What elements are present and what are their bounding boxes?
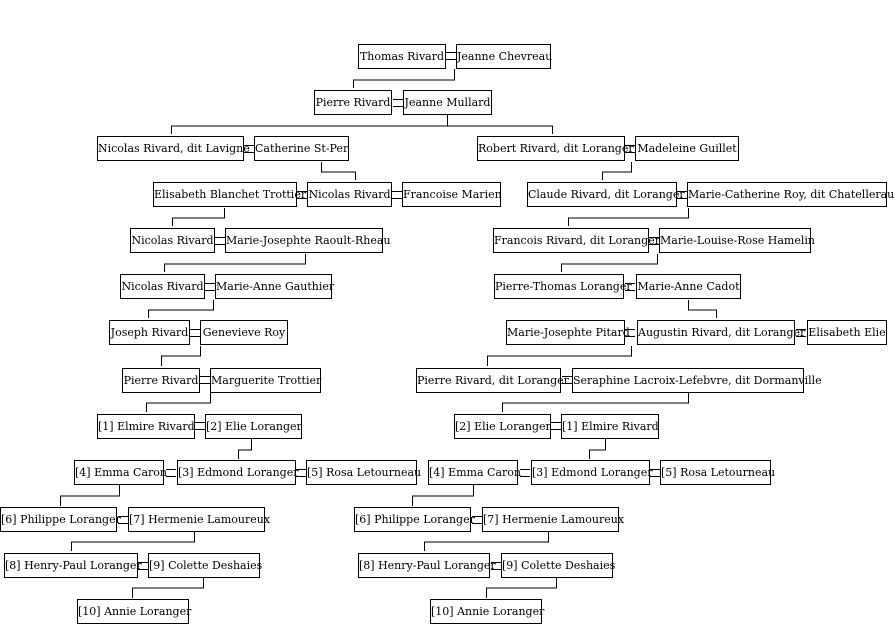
person-hermenie-lamoureux: [7] Hermenie Lamoureux <box>482 507 624 532</box>
person-hermenie-lamoureux: [7] Hermenie Lamoureux <box>128 507 270 532</box>
marriage-symbol <box>166 469 176 477</box>
person-pierre-rivard: Pierre Rivard <box>122 368 200 393</box>
marriage-symbol <box>138 562 148 570</box>
person-edmond-loranger: [3] Edmond Loranger <box>531 460 652 485</box>
marriage-symbol <box>625 283 635 291</box>
marriage-symbol <box>118 516 128 524</box>
person-marie-anne-cadot: Marie-Anne Cadot <box>636 274 741 299</box>
person-elisabeth-blanchet-trottier: Elisabeth Blanchet Trottier <box>153 182 306 207</box>
person-marie-anne-gauthier: Marie-Anne Gauthier <box>215 274 334 299</box>
person-francoise-marien: Francoise Marien <box>402 182 502 207</box>
person-jeanne-mullard: Jeanne Mullard <box>403 90 492 115</box>
person-elie-loranger: [2] Elie Loranger <box>205 414 302 439</box>
marriage-symbol <box>190 329 200 337</box>
person-annie-loranger: [10] Annie Loranger <box>430 599 544 624</box>
person-elmire-rivard: [1] Elmire Rivard <box>97 414 195 439</box>
person-annie-loranger: [10] Annie Loranger <box>77 599 191 624</box>
marriage-symbol <box>297 191 307 199</box>
person-elie-loranger: [2] Elie Loranger <box>454 414 551 439</box>
person-pierre-thomas-loranger: Pierre-Thomas Loranger <box>494 274 632 299</box>
person-rosa-letourneau: [5] Rosa Letourneau <box>660 460 775 485</box>
person-marguerite-trottier: Marguerite Trottier <box>210 368 321 393</box>
marriage-symbol <box>649 237 659 245</box>
person-nicolas-rivard: Nicolas Rivard <box>120 274 205 299</box>
person-henry-paul-loranger: [8] Henry-Paul Loranger <box>358 553 496 578</box>
person-pierre-rivard-dit-loranger: Pierre Rivard, dit Loranger <box>416 368 569 393</box>
person-emma-caron: [4] Emma Caron <box>74 460 167 485</box>
person-philippe-loranger: [6] Philippe Loranger <box>0 507 121 532</box>
person-henry-paul-loranger: [8] Henry-Paul Loranger <box>4 553 142 578</box>
person-edmond-loranger: [3] Edmond Loranger <box>177 460 298 485</box>
marriage-symbol <box>796 329 806 337</box>
person-robert-rivard: Robert Rivard, dit Loranger <box>477 136 634 161</box>
marriage-symbol <box>200 376 210 384</box>
person-philippe-loranger: [6] Philippe Loranger <box>354 507 475 532</box>
marriage-symbol <box>392 191 402 199</box>
marriage-symbol <box>520 469 530 477</box>
person-rosa-letourneau: [5] Rosa Letourneau <box>306 460 421 485</box>
person-nicolas-rivard-lavigne: Nicolas Rivard, dit Lavigne <box>97 136 250 161</box>
person-marie-josephte-pitard: Marie-Josephte Pitard <box>506 320 630 345</box>
person-marie-josephte-raoult-rheau: Marie-Josephte Raoult-Rheau <box>225 228 391 253</box>
marriage-symbol <box>625 329 635 337</box>
person-genevieve-roy: Genevieve Roy <box>200 320 288 345</box>
marriage-symbol <box>205 283 215 291</box>
person-seraphine-lacroix-lefebvre: Seraphine Lacroix-Lefebvre, dit Dormanvi… <box>572 368 822 393</box>
person-joseph-rivard: Joseph Rivard <box>109 320 190 345</box>
person-jeanne-chevreau: Jeanne Chevreau <box>456 44 552 69</box>
marriage-symbol <box>562 376 572 384</box>
marriage-symbol <box>677 191 687 199</box>
person-marie-louise-rose-hamelin: Marie-Louise-Rose Hamelin <box>659 228 815 253</box>
person-thomas-rivard: Thomas Rivard <box>358 44 446 69</box>
person-nicolas-rivard: Nicolas Rivard <box>130 228 215 253</box>
person-colette-deshaies: [9] Colette Deshaies <box>501 553 615 578</box>
marriage-symbol <box>244 145 254 153</box>
person-nicolas-rivard: Nicolas Rivard <box>307 182 392 207</box>
marriage-symbol <box>296 469 306 477</box>
marriage-symbol <box>650 469 660 477</box>
marriage-symbol <box>215 237 225 245</box>
person-claude-rivard: Claude Rivard, dit Loranger <box>527 182 685 207</box>
person-madeleine-guillet: Madeleine Guillet <box>635 136 739 161</box>
marriage-symbol <box>625 145 635 153</box>
person-francois-rivard: Francois Rivard, dit Loranger <box>493 228 660 253</box>
person-marie-catherine-roy: Marie-Catherine Roy, dit Chatellerault <box>687 182 894 207</box>
person-emma-caron: [4] Emma Caron <box>428 460 521 485</box>
person-catherine-st-per: Catherine St-Per <box>254 136 349 161</box>
marriage-symbol <box>551 422 561 430</box>
person-pierre-rivard: Pierre Rivard <box>314 90 392 115</box>
person-elmire-rivard: [1] Elmire Rivard <box>561 414 659 439</box>
marriage-symbol <box>446 52 456 60</box>
marriage-symbol <box>195 422 205 430</box>
person-colette-deshaies: [9] Colette Deshaies <box>148 553 262 578</box>
person-augustin-rivard: Augustin Rivard, dit Loranger <box>637 320 805 345</box>
marriage-symbol <box>491 562 501 570</box>
marriage-symbol <box>472 516 482 524</box>
person-elisabeth-elie: Elisabeth Elie <box>807 320 887 345</box>
marriage-symbol <box>393 99 403 107</box>
